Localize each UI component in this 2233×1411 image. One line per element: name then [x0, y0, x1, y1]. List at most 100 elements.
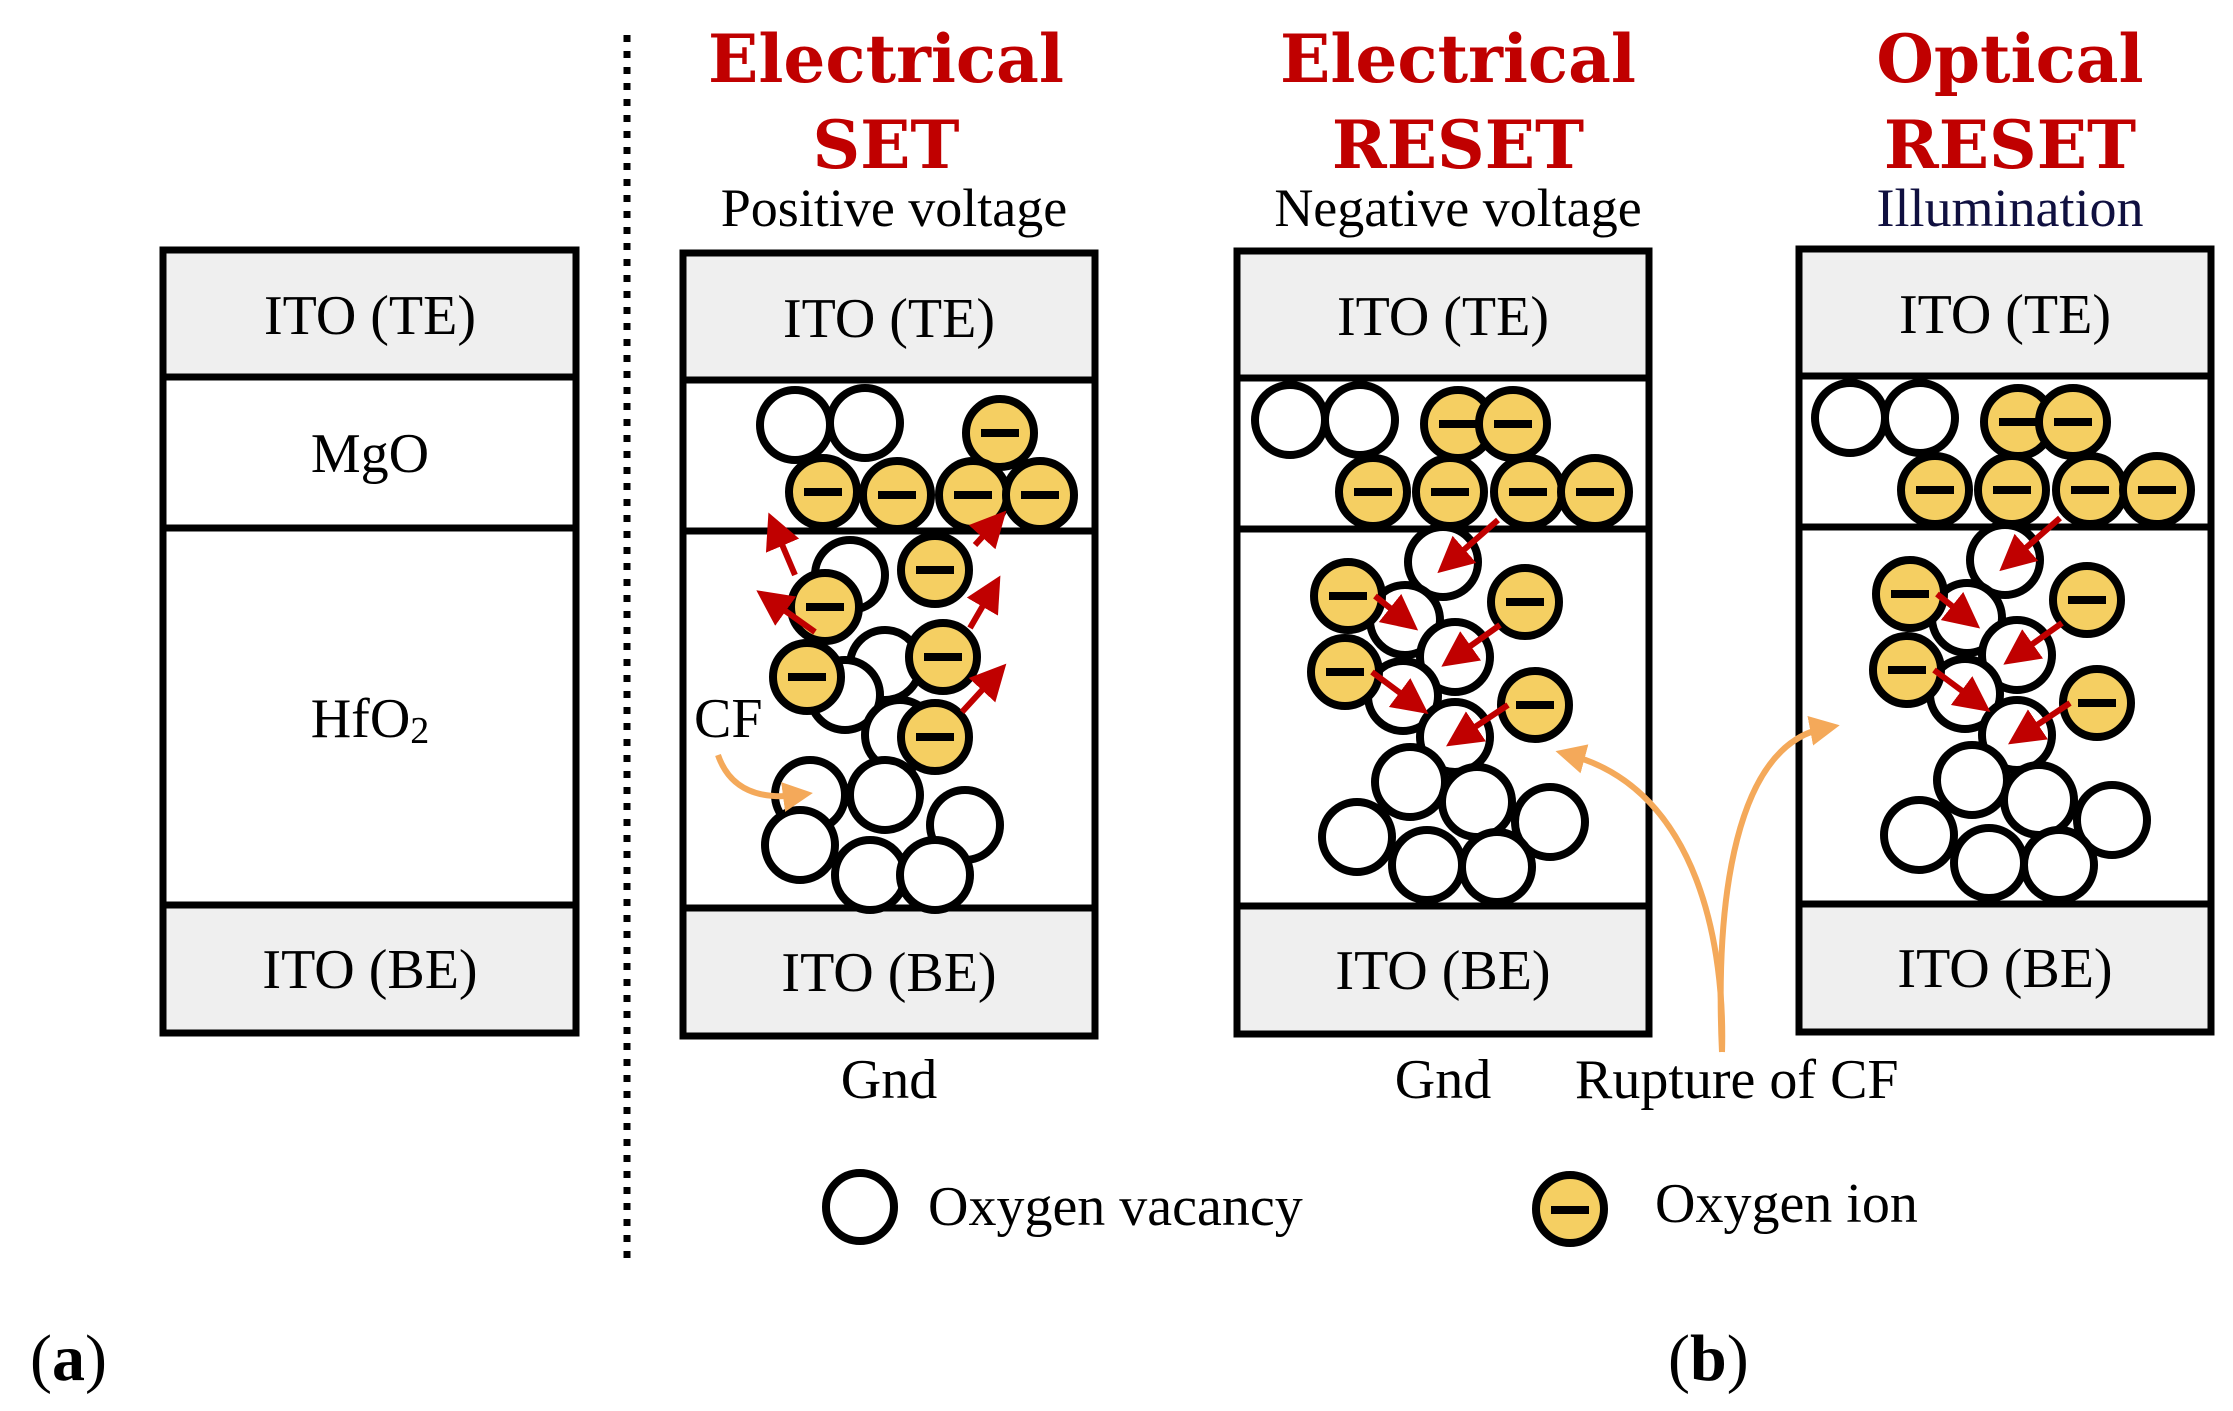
device-2-titles: Electrical RESET Negative voltage	[1274, 20, 1641, 238]
hfo2-label: HfO2	[311, 688, 430, 752]
mgo-layer	[159, 373, 580, 532]
device-1-title-line2: SET	[812, 106, 959, 184]
oxygen-vacancy-d1-0	[756, 386, 834, 464]
oxygen-ion-minus-d3-4	[2071, 486, 2109, 494]
particle-layer	[756, 379, 2195, 914]
oxygen-ion-minus-sign	[1551, 1206, 1589, 1214]
oxygen-vacancy-d3-0	[1811, 379, 1889, 457]
oxygen-ion-minus-d1-0	[981, 429, 1019, 437]
oxygen-vacancy-d1-10	[831, 836, 909, 914]
device-2-gnd-label: Gnd	[1395, 1049, 1491, 1111]
ion-migration-arrow-d1-1	[756, 590, 817, 635]
ion-migration-arrow-d3-1	[1935, 591, 1981, 629]
oxygen-vacancy-d2-0	[1251, 381, 1329, 459]
legend: Oxygen vacancy Oxygen ion	[822, 1169, 1918, 1247]
device-1-te-layer	[679, 249, 1099, 384]
oxygen-vacancy-icon	[822, 1169, 898, 1245]
mgo-label: MgO	[311, 423, 429, 485]
te-layer	[159, 246, 580, 381]
device-3-title-line2: RESET	[1884, 106, 2136, 184]
oxygen-ion-minus-d2-1	[1494, 420, 1532, 428]
oxygen-vacancy-d3-8	[2000, 761, 2078, 839]
oxygen-ion-minus-d3-8	[1888, 666, 1926, 674]
oxygen-vacancy-d1-1	[826, 384, 904, 462]
device-2-te-label: ITO (TE)	[1337, 286, 1549, 348]
oxygen-ion-minus-d1-4	[1021, 491, 1059, 499]
oxygen-ion-minus-d1-7	[924, 653, 962, 661]
device-3-te-layer	[1795, 245, 2215, 380]
ion-migration-arrow-d2-2	[1441, 622, 1502, 667]
panel-b-label: (b)	[1668, 1322, 1749, 1395]
oxygen-ion-minus-d2-3	[1431, 488, 1469, 496]
oxygen-vacancy-d2-8	[1438, 763, 1516, 841]
device-3-title-line1: Optical	[1876, 20, 2143, 98]
ion-migration-arrow-d1-2	[968, 510, 1007, 550]
rupture-label: Rupture of CF	[1575, 1049, 1899, 1111]
oxygen-vacancy-d3-7	[1933, 741, 2011, 819]
oxygen-ion-minus-d3-1	[2054, 418, 2092, 426]
oxygen-ion-minus-d2-5	[1576, 488, 1614, 496]
oxygen-ion-minus-d3-0	[1999, 418, 2037, 426]
panel-a-label: (a)	[30, 1322, 107, 1395]
oxygen-vacancy-d2-9	[1511, 783, 1589, 861]
oxygen-ion-minus-d2-4	[1509, 488, 1547, 496]
device-1-be-layer	[679, 904, 1099, 1040]
oxygen-ion-minus-d1-5	[916, 566, 954, 574]
oxygen-ion-minus-d2-0	[1439, 420, 1477, 428]
oxygen-ion-minus-d3-7	[2068, 596, 2106, 604]
oxygen-ion-minus-d1-3	[954, 491, 992, 499]
ion-migration-arrow-d3-0	[1999, 515, 2062, 572]
ion-migration-arrow-d3-3	[1932, 667, 1991, 713]
oxygen-ion-minus-d2-8	[1326, 668, 1364, 676]
device-3-te-label: ITO (TE)	[1899, 284, 2111, 346]
hfo2-layer	[159, 524, 580, 909]
ion-migration-arrow-d2-1	[1373, 593, 1419, 631]
oxygen-ion-minus-d2-9	[1516, 701, 1554, 709]
rupture-pointer-arrow-2	[1717, 716, 1840, 1053]
device-1-gnd-label: Gnd	[841, 1049, 937, 1111]
hfo2-subscript: 2	[410, 710, 429, 752]
oxygen-vacancy-d1-7	[846, 756, 924, 834]
ion-migration-arrow-d2-3	[1370, 669, 1429, 715]
oxygen-vacancy-d3-10	[1880, 796, 1958, 874]
be-layer	[159, 901, 580, 1037]
hfo2-base-text: HfO	[311, 688, 411, 750]
oxygen-ion-minus-d3-2	[1916, 486, 1954, 494]
ion-migration-arrow-d1-0	[765, 512, 800, 577]
oxygen-ion-minus-d1-9	[916, 733, 954, 741]
device-2-te-layer	[1233, 247, 1653, 382]
oxygen-ion-minus-d3-3	[1993, 486, 2031, 494]
oxygen-vacancy-label: Oxygen vacancy	[928, 1176, 1303, 1238]
oxygen-vacancy-d1-9	[761, 806, 839, 884]
ion-migration-arrow-d1-3	[966, 575, 1001, 630]
oxygen-ion-minus-d2-6	[1329, 592, 1367, 600]
device-1-subtitle: Positive voltage	[721, 178, 1067, 238]
device-1-te-label: ITO (TE)	[783, 288, 995, 350]
oxygen-vacancy-d2-10	[1318, 798, 1396, 876]
oxygen-ion-minus-d3-6	[1891, 590, 1929, 598]
te-label: ITO (TE)	[264, 285, 476, 347]
device-3-subtitle: Illumination	[1877, 178, 2144, 238]
device-2-be-label: ITO (BE)	[1335, 940, 1550, 1002]
oxygen-vacancy-d3-1	[1881, 379, 1959, 457]
oxygen-vacancy-d3-11	[1950, 824, 2028, 902]
device-1-titles: Electrical SET Positive voltage	[708, 20, 1067, 238]
oxygen-ion-minus-d2-7	[1506, 598, 1544, 606]
oxygen-ion-minus-d1-8	[788, 673, 826, 681]
device-1-be-label: ITO (BE)	[781, 942, 996, 1004]
device-2-be-layer	[1233, 902, 1653, 1038]
device-3-titles: Optical RESET Illumination	[1876, 20, 2143, 238]
oxygen-vacancy-d2-7	[1371, 743, 1449, 821]
device-2-title-line1: Electrical	[1280, 20, 1636, 98]
device-3-be-layer	[1795, 900, 2215, 1036]
device-3-be-label: ITO (BE)	[1897, 938, 2112, 1000]
oxygen-vacancy-d3-9	[2073, 781, 2151, 859]
oxygen-ion-minus-d1-6	[806, 603, 844, 611]
oxygen-ion-minus-d2-2	[1354, 488, 1392, 496]
oxygen-ion-label: Oxygen ion	[1655, 1173, 1918, 1235]
be-label: ITO (BE)	[262, 939, 477, 1001]
oxygen-ion-minus-d1-1	[804, 488, 842, 496]
device-1-title-line1: Electrical	[708, 20, 1064, 98]
cf-pointer-arrow	[715, 753, 813, 812]
panel-a-device-stack: ITO (TE) MgO HfO2 ITO (BE)	[159, 246, 580, 1037]
